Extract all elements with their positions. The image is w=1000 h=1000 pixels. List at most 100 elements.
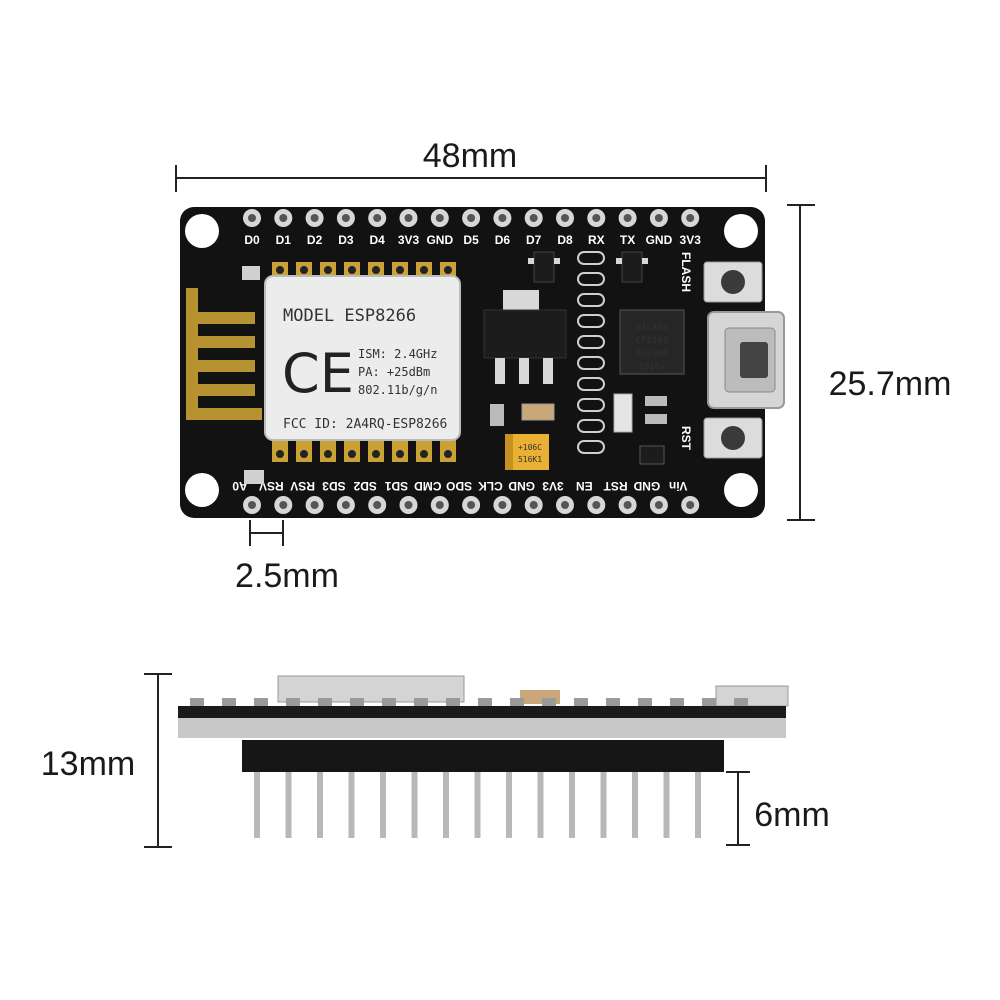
height-label: 25.7mm <box>829 365 952 403</box>
pin-pad <box>399 496 418 514</box>
resistor-pad <box>577 440 605 454</box>
flash-button: FLASH <box>679 252 763 303</box>
top-pin-label: D6 <box>495 233 511 247</box>
smd-resistor <box>490 404 504 426</box>
top-pin-label: RX <box>588 233 605 247</box>
top-pin-label: D0 <box>244 233 260 247</box>
pitch-label: 2.5mm <box>235 557 339 595</box>
resistor-pad <box>577 419 605 433</box>
header-pin <box>695 772 701 838</box>
usb-side <box>715 685 789 707</box>
smd-resistor <box>244 470 264 484</box>
header-pins <box>254 772 701 838</box>
top-pin-label: D4 <box>370 233 386 247</box>
tantalum-capacitor: +106C 516K1 <box>505 434 549 470</box>
bottom-pin-header <box>243 496 700 514</box>
bottom-pin-label: EN <box>576 479 593 493</box>
header-pin <box>474 772 481 838</box>
transistor <box>616 251 648 283</box>
pin-pad <box>493 209 512 227</box>
resistor-pad <box>577 251 605 265</box>
bottom-pin-label: SD2 <box>353 479 377 493</box>
bottom-pin-label: 3V3 <box>542 479 564 493</box>
pin-pad <box>524 209 543 227</box>
pin-pad <box>462 496 481 514</box>
pin-pad <box>368 496 387 514</box>
bottom-pin-label: A0 <box>232 479 248 493</box>
pitch-dimension: 2.5mm <box>235 520 339 595</box>
header-pin <box>348 772 355 838</box>
header-plastic <box>242 740 724 772</box>
resistor-pad <box>577 398 605 412</box>
resistor-pad <box>577 293 605 307</box>
header-pin <box>632 772 638 838</box>
width-label: 48mm <box>423 137 517 175</box>
cap-line-2: 516K1 <box>518 455 542 464</box>
smd-part-side <box>222 698 236 706</box>
module-model: MODEL ESP8266 <box>283 306 416 326</box>
castellation-pad <box>272 440 288 462</box>
resistor-pad <box>577 335 605 349</box>
transistor <box>528 251 560 283</box>
pin-pad <box>336 496 355 514</box>
mounting-hole <box>724 214 758 248</box>
bottom-pin-label: RSV <box>259 479 284 493</box>
pin-length-label: 6mm <box>754 796 830 834</box>
pin-pad <box>493 496 512 514</box>
module-spec-ism: ISM: 2.4GHz <box>358 347 437 361</box>
pcb-side-edge <box>178 718 786 738</box>
top-pin-label: D7 <box>526 233 542 247</box>
header-pin <box>380 772 386 838</box>
pin-pad <box>681 496 700 514</box>
side-view: 13mm 6mm <box>41 673 830 848</box>
header-pin <box>443 772 449 838</box>
smd-part-side <box>510 698 524 706</box>
smd-part-side <box>702 698 716 706</box>
module-shield-side <box>277 675 465 703</box>
castellation-pad <box>344 440 360 462</box>
top-pin-label: D2 <box>307 233 323 247</box>
smd-resistor <box>645 396 667 406</box>
pin-pad <box>649 496 668 514</box>
top-pin-label: D8 <box>557 233 573 247</box>
resistor-pad <box>577 356 605 370</box>
top-pin-label: D1 <box>276 233 292 247</box>
bottom-pin-label: RST <box>603 479 628 493</box>
flash-label: FLASH <box>679 252 693 292</box>
top-pin-label: GND <box>426 233 453 247</box>
smd-part-side <box>350 698 364 706</box>
smd-part-side <box>318 698 332 706</box>
header-pin <box>411 772 418 838</box>
header-pin <box>506 772 512 838</box>
chip-line-4: 1616+ <box>638 362 666 372</box>
reset-button: RST <box>679 417 763 459</box>
resistor-pad <box>577 272 605 286</box>
pin-pad <box>556 209 574 227</box>
castellation-pad <box>440 440 456 462</box>
smd-part-side <box>254 698 268 706</box>
header-pin <box>600 772 607 838</box>
smd-part-side <box>638 698 652 706</box>
rst-label: RST <box>679 426 693 451</box>
header-pin <box>317 772 323 838</box>
bottom-pin-label: RSV <box>290 479 315 493</box>
bottom-pin-label: SD3 <box>322 479 346 493</box>
top-pin-label: GND <box>646 233 673 247</box>
pin-pad <box>336 209 355 227</box>
header-pin <box>569 772 575 838</box>
smd-part-side <box>734 698 748 706</box>
smd-part-side <box>542 698 556 706</box>
height-dimension: 25.7mm <box>787 204 952 521</box>
pin-pad <box>305 209 324 227</box>
smd-part-side <box>574 698 588 706</box>
smd-capacitor <box>521 403 555 421</box>
castellation-pad <box>368 440 384 462</box>
bottom-pin-label: SDO <box>446 479 472 493</box>
width-dimension: 48mm <box>175 137 767 192</box>
pcb-side <box>178 706 786 718</box>
cp2102-chip: SILABS CP2102 DCL00X 1616+ <box>619 309 685 375</box>
pin-pad <box>243 496 261 514</box>
bottom-pin-label: GND <box>633 479 660 493</box>
